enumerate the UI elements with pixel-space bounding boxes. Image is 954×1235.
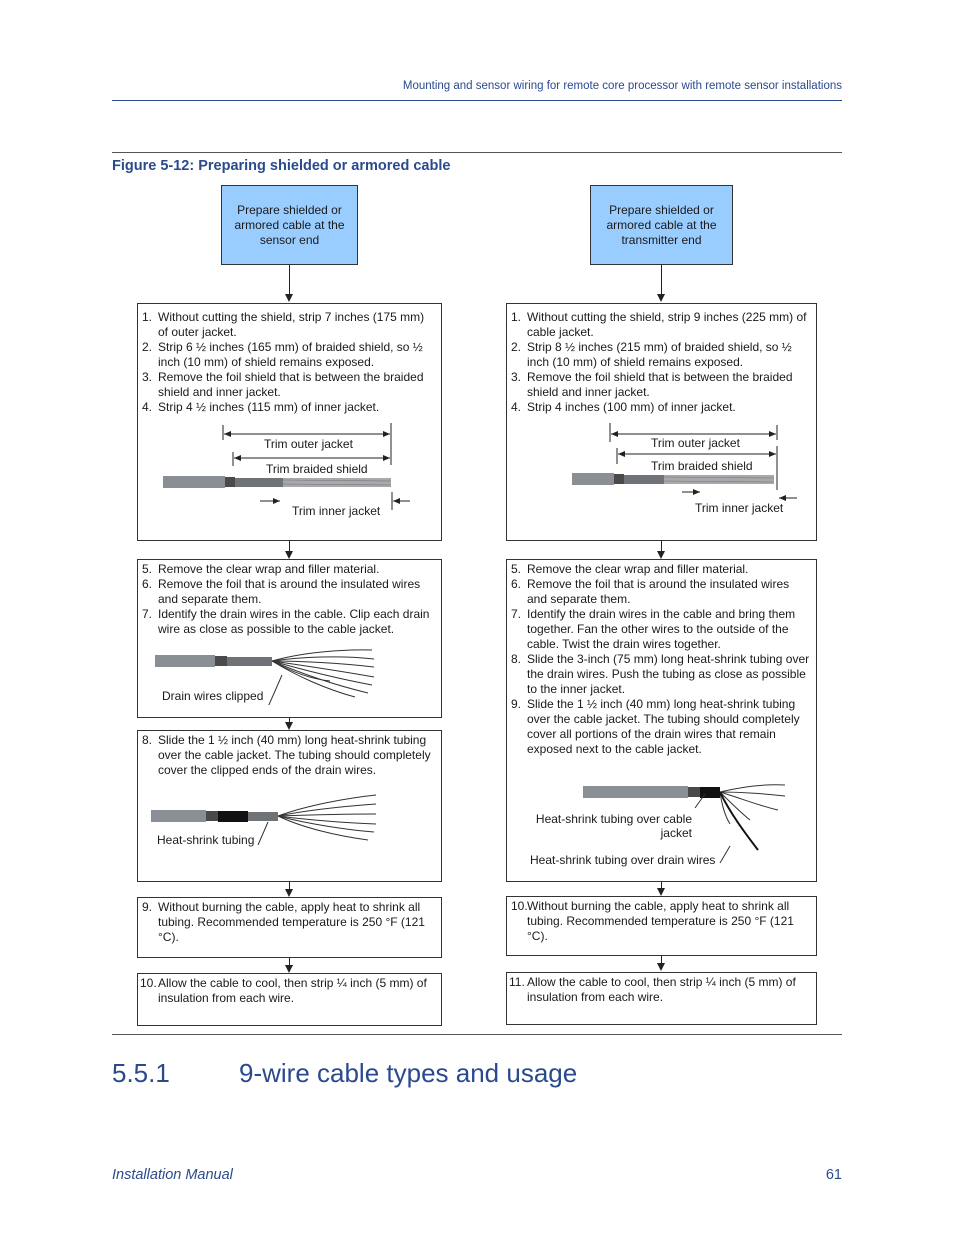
left-start-box: Prepare shielded or armored cable at the…	[221, 185, 358, 265]
step-item: 3.Remove the foil shield that is between…	[507, 370, 812, 400]
step-item: 8.Slide the 3-inch (75 mm) long heat-shr…	[507, 652, 812, 697]
label-trim-inner-jacket: Trim inner jacket	[292, 504, 380, 518]
step-item: 6.Remove the foil that is around the ins…	[507, 577, 812, 607]
footer-manual-name: Installation Manual	[112, 1167, 233, 1183]
arrow-head	[285, 722, 293, 730]
arrow-head	[285, 965, 293, 973]
label-trim-outer-jacket: Trim outer jacket	[264, 437, 353, 451]
left-step-box-4: 9.Without burning the cable, apply heat …	[137, 897, 442, 958]
label-trim-inner-jacket: Trim inner jacket	[695, 501, 783, 515]
label-trim-braided-shield: Trim braided shield	[651, 459, 753, 473]
step-item: 4.Strip 4 ½ inches (115 mm) of inner jac…	[138, 400, 437, 415]
label-drain-wires-clipped: Drain wires clipped	[162, 689, 263, 703]
arrow-head	[285, 889, 293, 897]
label-heat-shrink-over-cable-jacket: Heat-shrink tubing over cable jacket	[532, 812, 692, 840]
figure-top-rule	[112, 152, 842, 153]
page-number: 61	[800, 1167, 842, 1183]
arrow-head	[285, 294, 293, 302]
label-trim-braided-shield: Trim braided shield	[266, 462, 368, 476]
figure-title: Figure 5-12: Preparing shielded or armor…	[112, 158, 450, 174]
arrow-head	[285, 551, 293, 559]
label-trim-outer-jacket: Trim outer jacket	[651, 436, 740, 450]
right-start-box: Prepare shielded or armored cable at the…	[590, 185, 733, 265]
step-item: 1.Without cutting the shield, strip 9 in…	[507, 310, 812, 340]
running-head: Mounting and sensor wiring for remote co…	[112, 80, 842, 92]
step-item: 2.Strip 6 ½ inches (165 mm) of braided s…	[138, 340, 437, 370]
step-item: 1.Without cutting the shield, strip 7 in…	[138, 310, 437, 340]
arrow-line	[289, 265, 290, 295]
step-item: 10.Allow the cable to cool, then strip ¼…	[138, 976, 437, 1006]
header-rule	[112, 100, 842, 101]
label-heat-shrink-over-drain-wires: Heat-shrink tubing over drain wires	[530, 853, 715, 867]
figure-bottom-rule	[112, 1034, 842, 1035]
step-item: 10.Without burning the cable, apply heat…	[507, 899, 812, 944]
step-item: 4.Strip 4 inches (100 mm) of inner jacke…	[507, 400, 812, 415]
arrow-line	[661, 265, 662, 295]
step-item: 7.Identify the drain wires in the cable.…	[138, 607, 437, 637]
right-step-box-4: 11.Allow the cable to cool, then strip ¼…	[506, 972, 817, 1025]
right-step-box-3: 10.Without burning the cable, apply heat…	[506, 896, 817, 956]
step-item: 7.Identify the drain wires in the cable …	[507, 607, 812, 652]
step-item: 5.Remove the clear wrap and filler mater…	[507, 562, 812, 577]
step-item: 9.Slide the 1 ½ inch (40 mm) long heat-s…	[507, 697, 812, 757]
arrow-head	[657, 963, 665, 971]
step-item: 2.Strip 8 ½ inches (215 mm) of braided s…	[507, 340, 812, 370]
step-item: 11.Allow the cable to cool, then strip ¼…	[507, 975, 812, 1005]
left-step-box-5: 10.Allow the cable to cool, then strip ¼…	[137, 973, 442, 1026]
arrow-head	[657, 888, 665, 896]
section-title: 9-wire cable types and usage	[239, 1058, 577, 1088]
step-item: 8.Slide the 1 ½ inch (40 mm) long heat-s…	[138, 733, 437, 778]
section-number: 5.5.1	[112, 1058, 239, 1089]
step-item: 9.Without burning the cable, apply heat …	[138, 900, 437, 945]
step-item: 6.Remove the foil that is around the ins…	[138, 577, 437, 607]
label-heat-shrink-tubing: Heat-shrink tubing	[157, 833, 254, 847]
arrow-head	[657, 294, 665, 302]
step-item: 5.Remove the clear wrap and filler mater…	[138, 562, 437, 577]
step-item: 3.Remove the foil shield that is between…	[138, 370, 437, 400]
arrow-head	[657, 551, 665, 559]
